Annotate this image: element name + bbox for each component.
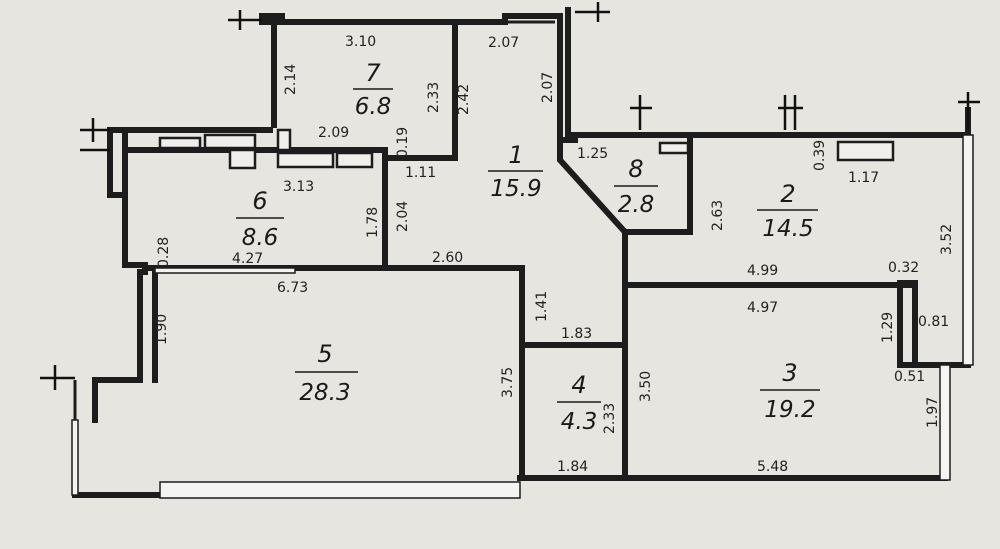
dim-r2-right: 3.52 <box>939 224 955 255</box>
windows <box>71 134 974 499</box>
dim-r7-left: 2.14 <box>283 64 299 95</box>
room-2-number: 2 <box>780 180 795 208</box>
section-markers <box>40 2 980 390</box>
marker-room-2-top-b <box>778 95 803 130</box>
room-7-label: 7 6.8 <box>353 59 393 120</box>
room-labels: 7 6.8 1 15.9 8 2.8 2 14.5 6 8.6 5 28.3 <box>236 59 820 435</box>
room-3-label: 3 19.2 <box>760 359 820 423</box>
dim-r1-top: 2.07 <box>488 35 519 51</box>
room-8-area: 2.8 <box>618 192 655 218</box>
room-2-label: 2 14.5 <box>757 180 818 242</box>
wall-bottom <box>72 475 948 498</box>
dim-r7-bottom: 2.09 <box>318 125 349 141</box>
dim-r7-right-out: 2.42 <box>456 84 472 115</box>
dim-r7-right: 2.33 <box>426 82 442 113</box>
wall-room-5-left <box>92 269 143 423</box>
fixture-room-6-c <box>228 148 257 170</box>
dim-r5-left: 1.90 <box>154 314 170 345</box>
room-2-area: 14.5 <box>762 216 813 242</box>
dim-r4-bottom: 1.84 <box>557 459 588 475</box>
dim-r1-left: 2.04 <box>395 201 411 232</box>
room-8-number: 8 <box>628 155 643 183</box>
dim-r7-small: 0.19 <box>395 127 411 158</box>
room-3-area: 19.2 <box>764 397 815 423</box>
room-4-label: 4 4.3 <box>557 371 601 435</box>
dim-r3-niche-bottom: 0.51 <box>894 369 925 385</box>
dimension-labels: 3.10 2.14 2.33 2.42 2.09 1.11 0.19 2.07 … <box>154 34 955 475</box>
dim-r6-top: 3.13 <box>283 179 314 195</box>
marker-top-right <box>575 2 610 22</box>
dim-r1-bottom: 2.60 <box>432 250 463 266</box>
dim-r5-top: 6.73 <box>277 280 308 296</box>
dim-r4-top: 1.83 <box>561 326 592 342</box>
dim-loggia: 1.97 <box>925 397 941 428</box>
dim-r3-bottom: 5.48 <box>757 459 788 475</box>
room-6-area: 8.6 <box>242 225 279 251</box>
dim-r8-right: 2.63 <box>710 200 726 231</box>
fixture-room-2-radiator <box>836 140 895 162</box>
room-6-number: 6 <box>252 187 267 215</box>
wall-room-7 <box>259 13 458 161</box>
dim-r3-left: 3.50 <box>638 371 654 402</box>
fixture-room-6-b <box>203 133 257 150</box>
dim-r6-right: 1.78 <box>365 207 381 238</box>
dim-r3-top: 4.97 <box>747 300 778 316</box>
wall-room-4 <box>519 342 628 481</box>
fixture-room-8 <box>658 141 690 155</box>
wall-room-6-left-outer <box>107 127 123 198</box>
room-1-number: 1 <box>508 141 523 169</box>
room-3-number: 3 <box>782 359 797 387</box>
dim-r2-small: 0.39 <box>812 140 828 171</box>
dim-r6-left: 0.28 <box>156 237 172 268</box>
window-room-5-top <box>154 267 296 274</box>
marker-room-5-left <box>40 365 75 390</box>
room-1-label: 1 15.9 <box>488 141 543 202</box>
window-room-3-right <box>939 364 951 481</box>
dim-r3-right: 1.29 <box>880 312 896 343</box>
fixtures <box>158 128 895 170</box>
dim-r5-right: 3.75 <box>500 367 516 398</box>
fixture-room-7-b <box>276 151 335 169</box>
walls <box>72 7 971 498</box>
fixture-room-7-c <box>335 151 374 169</box>
room-6-label: 6 8.6 <box>236 187 284 251</box>
room-5-area: 28.3 <box>299 380 350 406</box>
fixture-room-7-a <box>276 128 292 152</box>
room-7-number: 7 <box>365 59 381 87</box>
dim-r2-corner: 0.32 <box>888 260 919 276</box>
room-1-area: 15.9 <box>490 176 541 202</box>
dim-r3-niche: 0.81 <box>918 314 949 330</box>
marker-room-2-right <box>958 92 980 130</box>
dim-r8-top: 1.25 <box>577 146 608 162</box>
room-4-number: 4 <box>571 371 586 399</box>
dim-r6-bottom: 4.27 <box>232 251 263 267</box>
dim-r7-top: 3.10 <box>345 34 376 50</box>
room-5-number: 5 <box>317 340 332 368</box>
wall-hall-right-lower <box>622 229 913 288</box>
room-7-area: 6.8 <box>355 94 392 120</box>
dim-r4-right: 2.33 <box>602 403 618 434</box>
marker-top-left <box>228 10 262 30</box>
dim-r1-right: 2.07 <box>540 72 556 103</box>
wall-corridor <box>382 265 525 348</box>
room-8-label: 8 2.8 <box>614 155 658 218</box>
window-loggia-bottom <box>159 481 521 499</box>
dim-r1-corridor: 1.41 <box>534 291 550 322</box>
marker-room-6-left <box>80 118 110 152</box>
dim-r7-bottom-right: 1.11 <box>405 165 436 181</box>
wall-top-right-outer <box>565 7 971 138</box>
room-5-label: 5 28.3 <box>295 340 358 406</box>
wall-niche <box>897 280 918 368</box>
dim-r2-top: 1.17 <box>848 170 879 186</box>
window-loggia-left <box>71 419 79 496</box>
fixture-room-6-a <box>158 136 202 150</box>
dim-r2-bottom: 4.99 <box>747 263 778 279</box>
marker-room-2-top <box>630 95 652 130</box>
room-4-area: 4.3 <box>561 409 598 435</box>
window-room-2-right <box>962 134 974 366</box>
